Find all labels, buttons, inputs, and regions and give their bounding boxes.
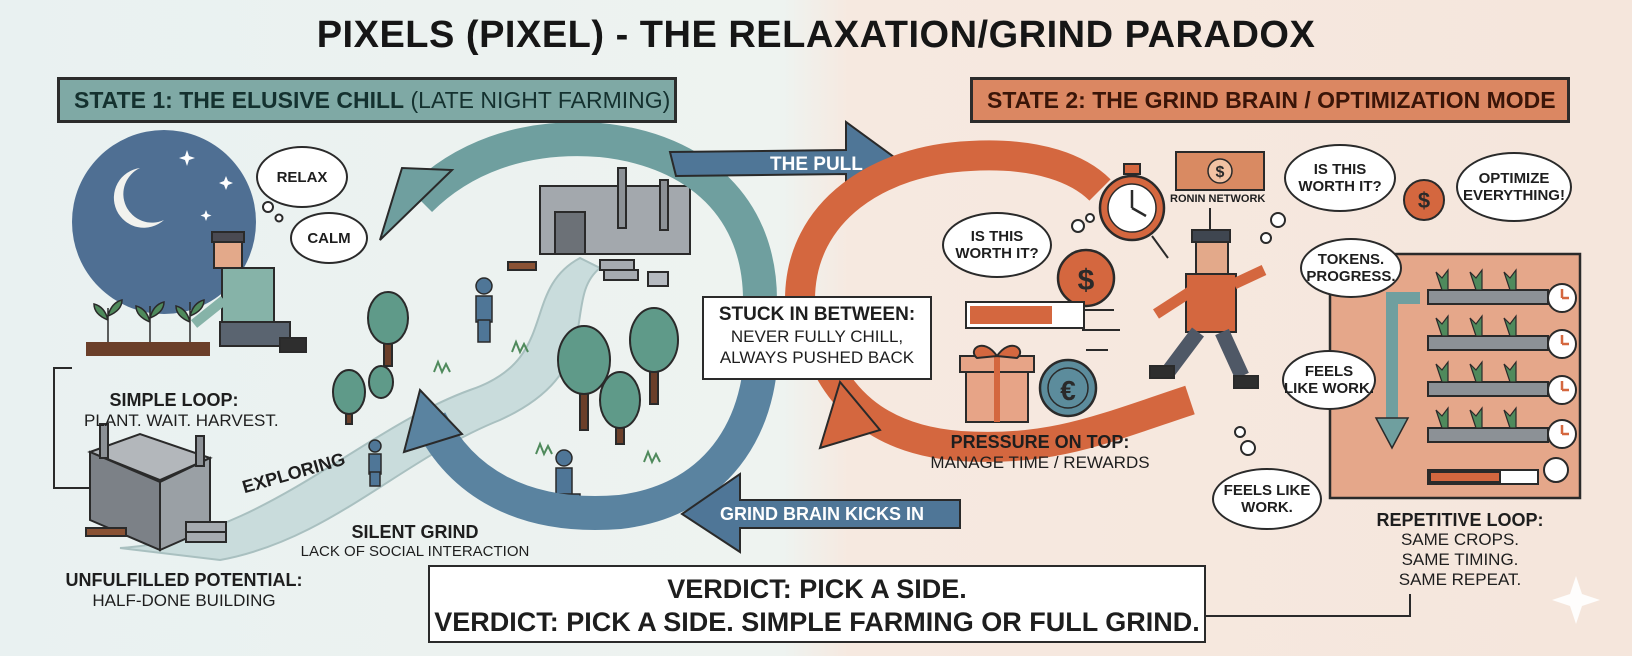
bubble-worth-left: IS THIS WORTH IT?: [942, 212, 1052, 278]
cycle-arrow-blue: [414, 318, 779, 530]
simple-loop-title: SIMPLE LOOP:: [109, 390, 239, 410]
building-icon: [85, 423, 227, 552]
unfulfilled-title: UNFULFILLED POTENTIAL:: [65, 570, 303, 590]
bubble-calm: CALM: [290, 212, 368, 264]
bubble-feels-right: FEELS LIKE WORK.: [1282, 350, 1376, 410]
progress-bar-icon: [965, 301, 1085, 329]
plant-icon: [93, 299, 205, 342]
svg-text:$: $: [1078, 264, 1095, 297]
runner-figure: [1149, 229, 1267, 389]
pressure-label: PRESSURE ON TOP: MANAGE TIME / REWARDS: [930, 432, 1150, 473]
pressure-desc: MANAGE TIME / REWARDS: [930, 453, 1150, 472]
star-icon: [179, 150, 195, 166]
pull-label: THE PULL: [770, 154, 863, 175]
star-icon: [219, 176, 233, 190]
stopwatch-icon: [1098, 163, 1166, 242]
verdict-box: VERDICT: PICK A SIDE. VERDICT: PICK A SI…: [428, 565, 1206, 643]
page-title: PIXELS (PIXEL) - THE RELAXATION/GRIND PA…: [316, 14, 1316, 56]
moon-icon: [113, 168, 164, 228]
repetitive-l1: SAME CROPS.: [1400, 530, 1520, 549]
exploring-path: [119, 256, 602, 562]
unfulfilled-label: UNFULFILLED POTENTIAL: HALF-DONE BUILDIN…: [56, 570, 312, 611]
sparkle-icon: [1552, 576, 1600, 624]
tree-icon: [332, 291, 679, 445]
bubble-feels-bottom: FEELS LIKE WORK.: [1212, 468, 1322, 530]
svg-text:$: $: [1418, 188, 1430, 213]
star-icon: [200, 210, 212, 221]
cycle-arrow-teal: [407, 122, 777, 301]
pressure-title: PRESSURE ON TOP:: [950, 432, 1130, 452]
cycle-arrow-orange-top: [785, 140, 1111, 301]
state1-subtitle: (LATE NIGHT FARMING): [404, 87, 671, 113]
night-sky: [72, 130, 256, 314]
verdict-line2: VERDICT: PICK A SIDE. SIMPLE FARMING OR …: [434, 607, 1200, 637]
verdict-line1: VERDICT: PICK A SIDE.: [667, 574, 967, 604]
repetitive-title: REPETITIVE LOOP:: [1376, 510, 1544, 530]
state2-banner: STATE 2: THE GRIND BRAIN / OPTIMIZATION …: [970, 77, 1570, 123]
ronin-label: RONIN NETWORK: [1170, 193, 1266, 205]
simple-loop-label: SIMPLE LOOP: PLANT. WAIT. HARVEST.: [84, 390, 279, 431]
silent-grind-label: SILENT GRIND LACK OF SOCIAL INTERACTION: [290, 522, 540, 560]
grass: [433, 339, 661, 465]
stuck-line1: NEVER FULLY CHILL,: [730, 327, 904, 346]
grind-label: GRIND BRAIN KICKS IN: [720, 504, 925, 524]
svg-text:€: €: [1060, 375, 1076, 406]
bubble-optimize: OPTIMIZE EVERYTHING!: [1456, 152, 1572, 222]
stuck-title: STUCK IN BETWEEN:: [718, 304, 916, 325]
state1-title: STATE 1: THE ELUSIVE CHILL: [74, 87, 405, 113]
silent-grind-desc: LACK OF SOCIAL INTERACTION: [300, 543, 530, 560]
gift-icon: [959, 344, 1035, 423]
svg-text:$: $: [1216, 164, 1225, 181]
banknote-icon: $: [1175, 151, 1265, 191]
repetitive-l2: SAME TIMING.: [1401, 550, 1519, 569]
state1-banner: STATE 1: THE ELUSIVE CHILL (LATE NIGHT F…: [57, 77, 677, 123]
farmer-figure: [190, 231, 307, 353]
stuck-line2: ALWAYS PUSHED BACK: [719, 348, 915, 367]
repetitive-l3: SAME REPEAT.: [1398, 570, 1522, 589]
building-icon: [507, 167, 691, 287]
thought-dots: [262, 201, 1286, 456]
grind-arrow: [680, 472, 961, 554]
bubble-worth-right: IS THIS WORTH IT?: [1284, 144, 1396, 212]
euro-coin-icon: €: [1038, 358, 1098, 418]
silent-grind-title: SILENT GRIND: [351, 522, 479, 542]
cycle-arrow-orange-bottom: [795, 316, 1195, 462]
unfulfilled-desc: HALF-DONE BUILDING: [92, 591, 276, 610]
stuck-box: STUCK IN BETWEEN: NEVER FULLY CHILL, ALW…: [702, 296, 932, 380]
dollar-coin-icon: $: [1056, 248, 1116, 308]
simple-loop-desc: PLANT. WAIT. HARVEST.: [84, 411, 279, 430]
soil: [86, 342, 210, 356]
repetitive-label: REPETITIVE LOOP: SAME CROPS. SAME TIMING…: [1360, 510, 1560, 590]
bubble-relax: RELAX: [256, 146, 348, 208]
dollar-coin-icon: $: [1403, 179, 1445, 221]
bubble-tokens: TOKENS. PROGRESS.: [1300, 238, 1402, 298]
